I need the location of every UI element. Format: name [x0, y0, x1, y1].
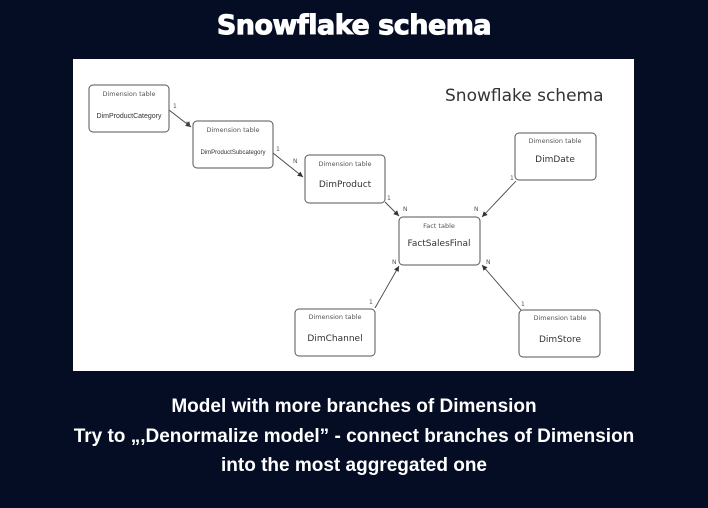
table-dim-product-category: Dimension table DimProductCategory: [88, 84, 170, 133]
table-dim-date: Dimension table DimDate: [514, 132, 597, 181]
cardinality-label: 1: [510, 175, 514, 182]
table-name: DimStore: [539, 335, 581, 345]
table-kind: Dimension table: [308, 313, 361, 321]
snowflake-diagram: Snowflake schema 1 N 1 N 1 N 1 N 1 N 1 N…: [88, 84, 604, 358]
cardinality-label: N: [392, 259, 397, 266]
cardinality-label: N: [474, 206, 479, 213]
cardinality-label: N: [186, 121, 191, 128]
slide-title: Snowflake schema: [216, 10, 492, 42]
table-dim-channel: Dimension table DimChannel: [294, 308, 376, 357]
caption-line-1: Model with more branches of Dimension: [171, 396, 537, 417]
cardinality-label: 1: [521, 301, 525, 308]
table-name: FactSalesFinal: [407, 239, 470, 249]
table-kind: Fact table: [423, 222, 455, 230]
caption-line-2: Try to „,Denormalize model” - connect br…: [73, 426, 635, 447]
table-dim-store: Dimension table DimStore: [518, 309, 601, 358]
diagram-panel: Snowflake schema 1 N 1 N 1 N 1 N 1 N 1 N…: [73, 59, 634, 371]
cardinality-label: 1: [173, 103, 177, 110]
cardinality-label: N: [293, 158, 298, 165]
edge-category-subcategory: [168, 109, 192, 128]
edge-date-fact: [481, 180, 517, 218]
table-dim-product-subcategory: Dimension table DimProductSubcategory: [192, 120, 274, 169]
table-kind: Dimension table: [528, 137, 581, 145]
cardinality-label: N: [403, 206, 408, 213]
cardinality-label: 1: [369, 299, 373, 306]
table-name: DimProductCategory: [97, 113, 162, 120]
table-dim-product: Dimension table DimProduct: [304, 154, 386, 204]
table-kind: Dimension table: [318, 160, 371, 168]
cardinality-label: N: [486, 259, 491, 266]
cardinality-label: 1: [276, 146, 280, 153]
table-fact-sales-final: Fact table FactSalesFinal: [398, 216, 481, 266]
table-kind: Dimension table: [206, 126, 259, 134]
edge-subcategory-product: [272, 152, 304, 178]
table-kind: Dimension table: [102, 90, 155, 98]
table-kind: Dimension table: [533, 314, 586, 322]
diagram-title: Snowflake schema: [445, 86, 604, 106]
cardinality-label: 1: [387, 195, 391, 202]
table-name: DimProductSubcategory: [200, 150, 265, 156]
edge-channel-fact: [374, 265, 400, 309]
edge-product-fact: [384, 201, 400, 217]
caption-line-3: into the most aggregated one: [220, 455, 488, 476]
table-name: DimChannel: [307, 334, 362, 344]
edge-store-fact: [481, 264, 522, 311]
table-name: DimDate: [535, 155, 575, 165]
table-name: DimProduct: [319, 180, 372, 190]
